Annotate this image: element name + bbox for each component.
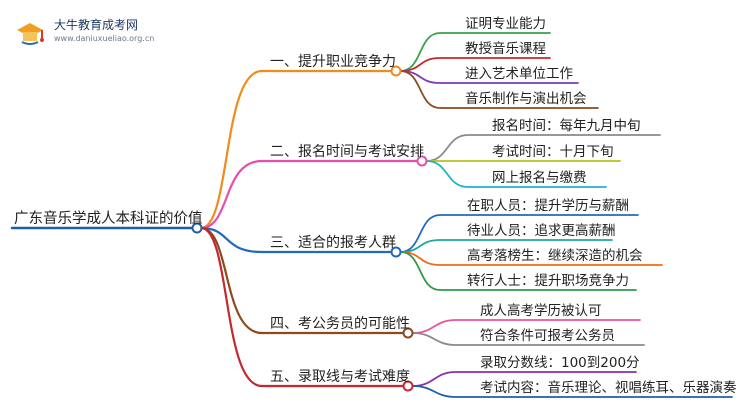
brand-logo bbox=[14, 18, 50, 48]
branch-1-leaf-3: 进入艺术单位工作 bbox=[465, 66, 573, 82]
branch-2-leaf-3: 网上报名与缴费 bbox=[492, 170, 587, 186]
brand-url: www.daniuxueliao.org.cn bbox=[54, 34, 155, 43]
branch-4-node bbox=[402, 327, 414, 339]
branch-5-leaf-2-connector bbox=[411, 385, 733, 398]
branch-2-connector bbox=[199, 159, 264, 230]
branch-4-label: 四、考公务员的可能性 bbox=[270, 316, 410, 332]
branch-3-leaf-3: 高考落榜生：继续深造的机会 bbox=[467, 248, 643, 264]
branch-1-leaf-1-connector bbox=[399, 32, 551, 72]
branch-5-leaf-1: 录取分数线：100到200分 bbox=[480, 355, 640, 371]
branch-2-label: 二、报名时间与考试安排 bbox=[270, 144, 424, 160]
branch-3-leaf-4-connector bbox=[399, 251, 637, 291]
branch-1-label: 一、提升职业竞争力 bbox=[270, 54, 396, 70]
branch-3-connector bbox=[199, 226, 264, 254]
branch-1-leaf-4: 音乐制作与演出机会 bbox=[465, 91, 587, 107]
branch-3-leaf-1-connector bbox=[399, 214, 639, 253]
brand-name: 大牛教育成考网 bbox=[54, 18, 139, 32]
branch-2-leaf-2: 考试时间：十月下旬 bbox=[492, 144, 614, 160]
branch-4-leaf-2: 符合条件可报考公务员 bbox=[480, 328, 615, 344]
branch-5-label: 五、录取线与考试难度 bbox=[270, 369, 410, 385]
root-topic: 广东音乐学成人本科证的价值 bbox=[14, 211, 203, 227]
branch-1-leaf-4-connector bbox=[399, 70, 599, 109]
branch-1-leaf-1: 证明专业能力 bbox=[465, 16, 546, 32]
branch-3-label: 三、适合的报考人群 bbox=[270, 235, 396, 251]
branch-3-node bbox=[390, 246, 402, 258]
branch-1-node bbox=[390, 65, 402, 77]
branch-1-leaf-2: 教授音乐课程 bbox=[465, 41, 546, 57]
branch-4-leaf-1: 成人高考学历被认可 bbox=[480, 303, 602, 319]
branch-1-connector bbox=[199, 69, 264, 230]
branch-4-leaf-2-connector bbox=[411, 332, 645, 346]
branch-3-leaf-1: 在职人员：提升学历与薪酬 bbox=[467, 198, 629, 214]
branch-5-node bbox=[402, 380, 414, 392]
branch-5-connector bbox=[199, 226, 264, 388]
branch-5-leaf-2: 考试内容：音乐理论、视唱练耳、乐器演奏 bbox=[480, 380, 737, 396]
root-node bbox=[191, 222, 203, 234]
branch-2-leaf-3-connector bbox=[425, 160, 607, 188]
branch-2-leaf-1: 报名时间：每年九月中旬 bbox=[492, 118, 641, 134]
branch-3-leaf-2: 待业人员：追求更高薪酬 bbox=[467, 223, 616, 239]
branch-3-leaf-4: 转行人士：提升职场竞争力 bbox=[467, 273, 629, 289]
branch-2-node bbox=[416, 155, 428, 167]
